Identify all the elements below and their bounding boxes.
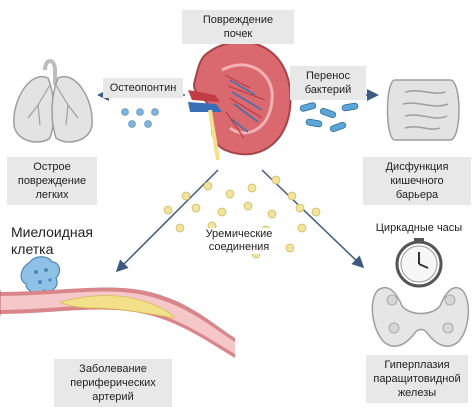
myeloid-cell-icon xyxy=(20,256,61,294)
label-parathyroid-hyperplasia: Гиперплазия паращитовидной железы xyxy=(366,355,468,403)
label-myeloid-cell: Миелоидная клетка xyxy=(11,224,111,258)
label-artery-line1: Заболевание xyxy=(79,363,147,375)
label-lung-line2: повреждение xyxy=(17,175,87,187)
thyroid-icon xyxy=(371,286,470,347)
label-bacteria-line2: бактерий xyxy=(304,84,352,96)
label-gut-line1: Дисфункция xyxy=(385,161,449,173)
intestine-icon xyxy=(386,79,460,141)
label-kidney-injury: Повреждение почек xyxy=(182,10,294,44)
label-lung-line3: легких xyxy=(35,189,69,201)
label-circadian-clock: Циркадные часы xyxy=(375,222,463,234)
artery-icon xyxy=(0,287,235,358)
label-gut-line2: кишечного барьера xyxy=(390,175,444,201)
label-artery-line2: периферических артерий xyxy=(70,377,156,403)
lungs-icon xyxy=(13,59,93,143)
label-myeloid-line1: Миелоидная xyxy=(11,224,94,240)
osteopontin-dots xyxy=(121,108,159,128)
label-para-line2: паращитовидной xyxy=(373,373,461,385)
label-acute-lung-injury: Острое повреждение легких xyxy=(7,157,97,205)
label-peripheral-artery-disease: Заболевание периферических артерий xyxy=(54,359,172,407)
label-uremic-line2: соединения xyxy=(208,241,270,253)
clock-icon xyxy=(395,238,443,288)
label-para-line1: Гиперплазия xyxy=(384,359,450,371)
label-bacteria-transfer: Перенос бактерий xyxy=(290,66,366,100)
label-uremic-compounds: Уремические соединения xyxy=(194,228,284,254)
label-osteopontin: Остеопонтин xyxy=(103,78,183,98)
label-gut-barrier: Дисфункция кишечного барьера xyxy=(363,157,471,205)
label-para-line3: железы xyxy=(397,387,437,399)
label-myeloid-line2: клетка xyxy=(11,241,54,257)
label-bacteria-line1: Перенос xyxy=(306,70,350,82)
bacteria-icon xyxy=(299,102,359,133)
label-uremic-line1: Уремические xyxy=(205,228,273,240)
label-lung-line1: Острое xyxy=(33,161,71,173)
kidney-icon xyxy=(188,40,292,161)
